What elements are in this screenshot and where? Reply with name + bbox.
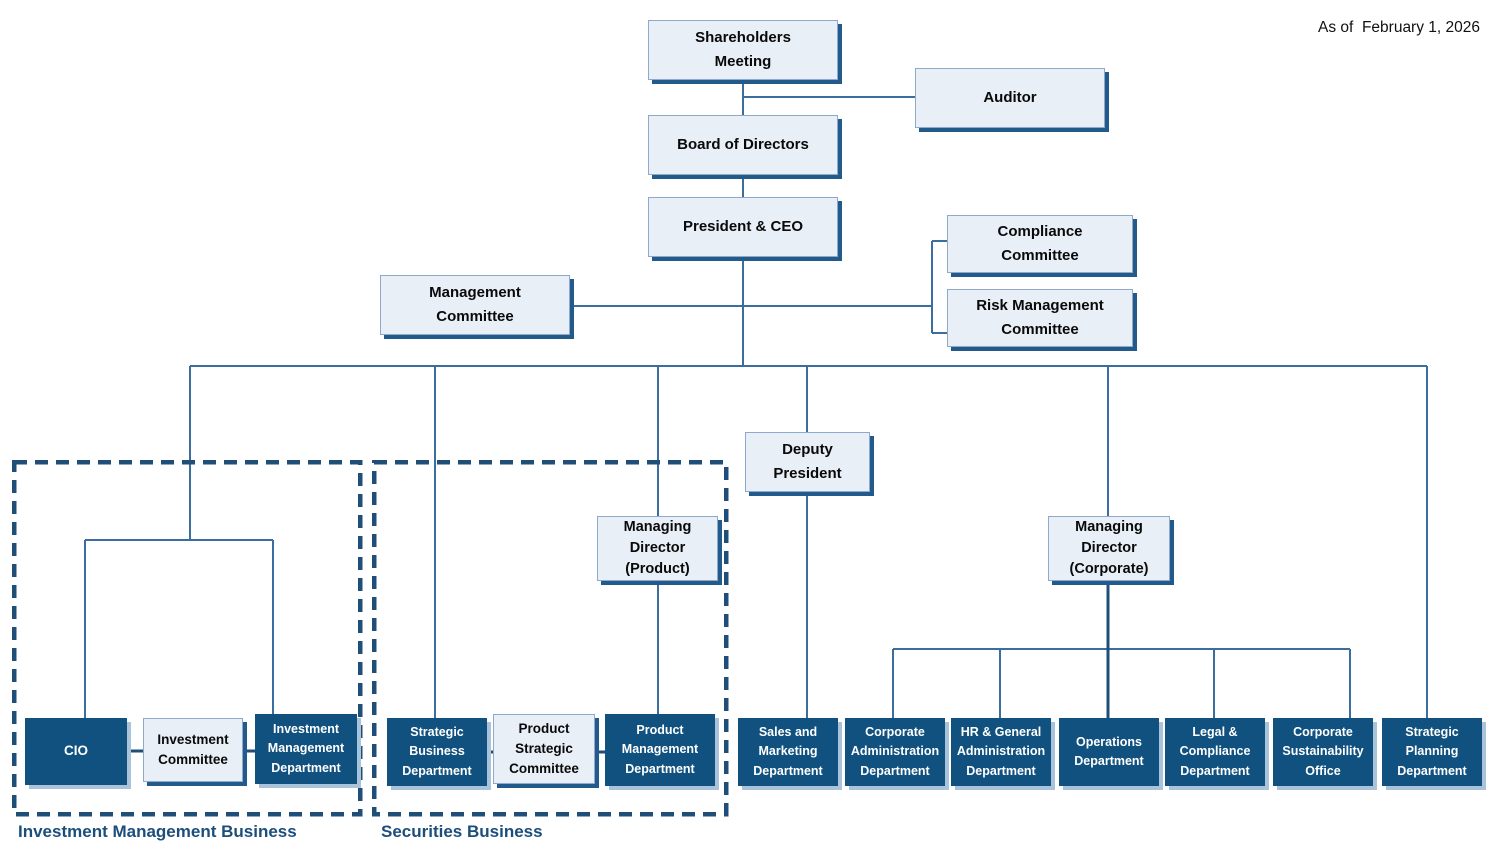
node-investment-management-department: Investment Management Department [255, 714, 357, 784]
connector-investment-group [84, 366, 274, 718]
node-strategic-business-department: Strategic Business Department [387, 718, 487, 786]
node-sales-and-marketing-department: Sales and Marketing Department [738, 718, 838, 786]
investment-management-business-frame [11, 459, 363, 817]
node-auditor: Auditor [915, 68, 1105, 128]
node-legal-compliance-department: Legal & Compliance Department [1165, 718, 1265, 786]
node-hr-general-administration-department: HR & General Administration Department [951, 718, 1051, 786]
connector-committees-bracket [931, 240, 947, 334]
as-of-date: As of February 1, 2026 [1318, 19, 1480, 36]
node-managing-director-product: Managing Director (Product) [597, 516, 718, 581]
node-corporate-administration-department: Corporate Administration Department [845, 718, 945, 786]
node-cio: CIO [25, 718, 127, 785]
node-risk-management-committee: Risk Management Committee [947, 289, 1133, 347]
node-strategic-planning-department: Strategic Planning Department [1382, 718, 1482, 786]
node-managing-director-corporate: Managing Director (Corporate) [1048, 516, 1170, 581]
node-president-ceo: President & CEO [648, 197, 838, 257]
node-investment-committee: Investment Committee [143, 718, 243, 782]
node-management-committee: Management Committee [380, 275, 570, 335]
node-product-strategic-committee: Product Strategic Committee [493, 714, 595, 784]
securities-business-frame [371, 459, 729, 817]
node-operations-department: Operations Department [1059, 718, 1159, 786]
section-label-securities-business: Securities Business [381, 822, 543, 841]
node-corporate-sustainability-office: Corporate Sustainability Office [1273, 718, 1373, 786]
node-product-management-department: Product Management Department [605, 714, 715, 786]
node-compliance-committee: Compliance Committee [947, 215, 1133, 273]
node-shareholders-meeting: Shareholders Meeting [648, 20, 838, 80]
connector-corporate-bracket [892, 648, 1351, 718]
node-board-of-directors: Board of Directors [648, 115, 838, 175]
section-label-investment-management-business: Investment Management Business [18, 822, 297, 841]
node-deputy-president: Deputy President [745, 432, 870, 492]
